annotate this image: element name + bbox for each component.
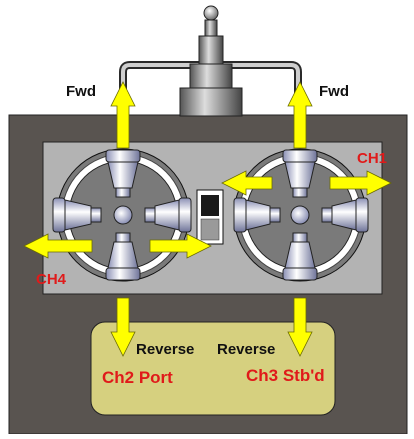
valve-cylinder-icon: [105, 149, 141, 198]
left-inward-arrow: [149, 233, 212, 259]
fwd-left-label: Fwd: [66, 83, 96, 100]
valve-cylinder-icon: [52, 197, 102, 233]
ch1-label: CH1: [357, 150, 388, 167]
toggle-switch-icon: [196, 189, 224, 245]
valve-cylinder-icon: [144, 197, 192, 233]
ch1-arrow: [329, 170, 392, 196]
fwd-right-label: Fwd: [319, 83, 349, 100]
ch4-label: CH4: [36, 271, 67, 288]
right-inward-arrow: [221, 170, 273, 196]
valve-cylinder-icon: [233, 197, 281, 233]
reverse-right-arrow: [287, 297, 313, 357]
valve-cylinder-icon: [282, 232, 318, 281]
valve-cylinder-icon: [321, 197, 369, 233]
joystick-icon: [179, 5, 243, 117]
reservoir: [90, 321, 336, 416]
fwd-right-arrow: [287, 81, 313, 149]
ch3-label: Ch3 Stb'd: [246, 366, 325, 385]
reverse-left-label: Reverse: [136, 341, 195, 358]
valve-cylinder-icon: [282, 149, 318, 198]
ch2-label: Ch2 Port: [102, 368, 173, 387]
reverse-left-arrow: [110, 297, 136, 357]
ch4-arrow: [23, 233, 93, 259]
fwd-left-arrow: [110, 81, 136, 149]
reverse-right-label: Reverse: [217, 341, 276, 358]
valve-cylinder-icon: [105, 232, 141, 281]
